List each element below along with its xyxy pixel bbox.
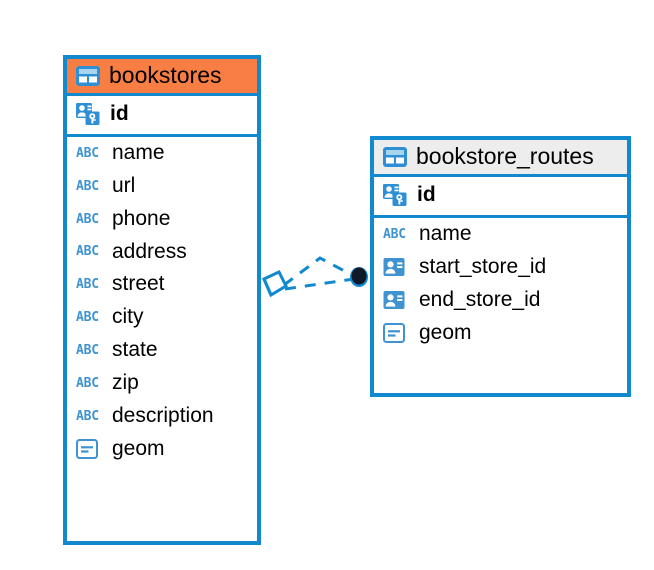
column-row-description[interactable]: ABC description bbox=[67, 400, 257, 433]
column-row-geom[interactable]: geom bbox=[374, 317, 627, 350]
column-name: geom bbox=[419, 320, 472, 344]
foreign-key-icon bbox=[383, 290, 411, 310]
entity-title: bookstores bbox=[109, 62, 222, 88]
header-divider bbox=[374, 174, 627, 177]
column-list-bookstore-routes: ABC name start_store_id bbox=[374, 218, 627, 350]
abc-text-icon: ABC bbox=[76, 145, 99, 161]
column-row-street[interactable]: ABC street bbox=[67, 268, 257, 301]
primary-key-divider bbox=[374, 214, 627, 218]
column-name: name bbox=[419, 221, 472, 245]
foreign-key-icon bbox=[383, 257, 411, 277]
geometry-icon bbox=[76, 439, 104, 460]
column-name: id bbox=[110, 102, 129, 125]
column-name: zip bbox=[112, 371, 139, 394]
abc-text-icon: ABC bbox=[76, 310, 99, 326]
table-icon bbox=[383, 146, 407, 167]
column-row-start-store-id[interactable]: start_store_id bbox=[374, 251, 627, 284]
column-name: city bbox=[112, 305, 144, 329]
abc-text-icon: ABC bbox=[76, 178, 99, 194]
geometry-icon bbox=[383, 322, 411, 343]
primary-key-divider bbox=[67, 133, 257, 137]
column-name: description bbox=[112, 403, 214, 427]
column-row-name[interactable]: ABC name bbox=[374, 218, 627, 251]
column-name: id bbox=[417, 183, 436, 206]
abc-text-icon: ABC bbox=[76, 343, 99, 359]
abc-text-icon: ABC bbox=[76, 244, 99, 260]
primary-key-icon bbox=[383, 183, 409, 207]
abc-text-icon: ABC bbox=[76, 375, 99, 391]
abc-text-icon: ABC bbox=[76, 408, 99, 424]
column-row-geom[interactable]: geom bbox=[67, 433, 257, 466]
entity-header-bookstore-routes[interactable]: bookstore_routes bbox=[374, 140, 627, 174]
abc-text-icon: ABC bbox=[76, 277, 99, 293]
column-row-address[interactable]: ABC address bbox=[67, 236, 257, 269]
relationship-line-upper bbox=[283, 256, 355, 287]
column-row-state[interactable]: ABC state bbox=[67, 334, 257, 367]
column-name: address bbox=[112, 239, 187, 263]
column-name: start_store_id bbox=[419, 254, 547, 278]
column-row-city[interactable]: ABC city bbox=[67, 301, 257, 334]
relationship-line-lower bbox=[284, 277, 355, 291]
column-row-name[interactable]: ABC name bbox=[67, 137, 257, 170]
column-row-url[interactable]: ABC url bbox=[67, 170, 257, 203]
entity-bookstore-routes[interactable]: bookstore_routes id bbox=[370, 136, 631, 397]
column-row-end-store-id[interactable]: end_store_id bbox=[374, 284, 627, 317]
column-name: name bbox=[112, 140, 165, 164]
column-row-zip[interactable]: ABC zip bbox=[67, 367, 257, 400]
entity-header-bookstores[interactable]: bookstores bbox=[67, 59, 257, 93]
column-row-primary-key[interactable]: id bbox=[67, 96, 257, 134]
column-list-bookstores: ABC name ABC url ABC phone ABC address A… bbox=[67, 137, 257, 466]
column-row-primary-key[interactable]: id bbox=[374, 177, 627, 215]
abc-text-icon: ABC bbox=[76, 211, 99, 227]
table-icon bbox=[76, 65, 100, 86]
header-divider bbox=[67, 93, 257, 96]
column-name: geom bbox=[112, 436, 165, 460]
column-name: state bbox=[112, 338, 158, 362]
column-name: url bbox=[112, 173, 136, 197]
crows-foot-diamond-marker bbox=[262, 270, 288, 298]
abc-text-icon: ABC bbox=[383, 226, 406, 242]
endpoint-dot-marker bbox=[350, 267, 368, 287]
entity-bookstores[interactable]: bookstores id bbox=[63, 55, 261, 545]
column-row-phone[interactable]: ABC phone bbox=[67, 203, 257, 236]
column-name: end_store_id bbox=[419, 287, 541, 311]
entity-title: bookstore_routes bbox=[416, 143, 594, 169]
column-name: street bbox=[112, 272, 165, 296]
column-name: phone bbox=[112, 206, 171, 230]
primary-key-icon bbox=[76, 102, 102, 126]
